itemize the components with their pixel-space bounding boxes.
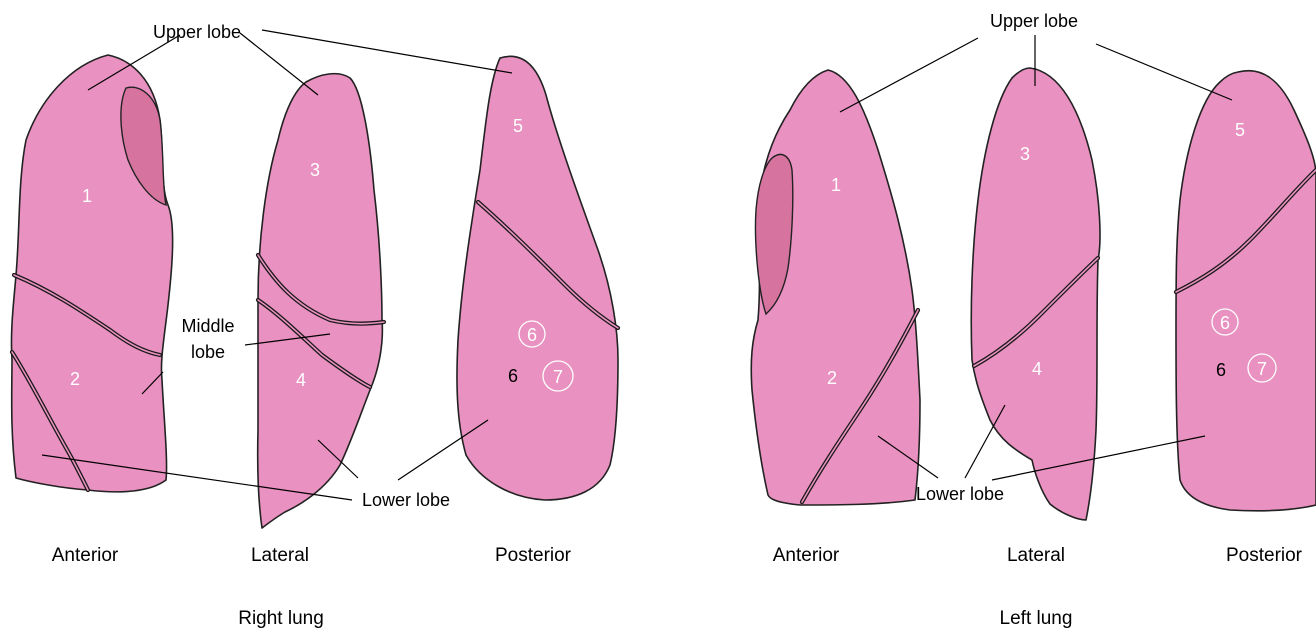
segment-6-ring-label: 6	[527, 325, 537, 345]
posterior-view-label: Posterior	[495, 545, 572, 566]
posterior-view-label: Posterior	[1226, 545, 1303, 566]
left-lung-title: Left lung	[1000, 608, 1073, 629]
upper-lobe-leader-posterior	[262, 30, 512, 73]
lateral-view-label: Lateral	[251, 545, 309, 566]
anterior-view-label: Anterior	[52, 545, 119, 566]
right-lateral-view: 3 4	[258, 74, 384, 528]
segment-5-label: 5	[1235, 120, 1245, 140]
segment-4-label: 4	[1032, 359, 1042, 379]
segment-5-label: 5	[513, 116, 523, 136]
right-lung: 1 2 3 4 5 6 6 7	[11, 22, 618, 629]
left-lung: 1 2 3 4 5 6 6 7 Upper lobe	[751, 11, 1316, 629]
left-anterior-view: 1 2	[751, 70, 920, 505]
upper-lobe-leader-lateral	[240, 33, 318, 95]
upper-lobe-leader-posterior	[1096, 44, 1232, 100]
lower-lobe-label: Lower lobe	[362, 490, 450, 510]
segment-1-label: 1	[82, 186, 92, 206]
segment-6-ring-label: 6	[1220, 313, 1230, 333]
right-anterior-view: 1 2	[11, 55, 172, 492]
lower-lobe-leader-lateral	[965, 405, 1005, 478]
left-posterior-view: 5 6 6 7	[1176, 71, 1316, 511]
right-posterior-lung-outline	[457, 56, 618, 500]
segment-7-label: 7	[553, 367, 563, 387]
segment-4-label: 4	[296, 370, 306, 390]
segment-2-label: 2	[70, 369, 80, 389]
anterior-view-label: Anterior	[773, 545, 840, 566]
upper-lobe-leader-anterior	[840, 38, 978, 112]
right-lateral-lung-outline	[258, 74, 383, 528]
segment-1-label: 1	[831, 175, 841, 195]
upper-lobe-label: Upper lobe	[990, 11, 1078, 31]
left-lateral-lung-outline	[971, 68, 1100, 520]
segment-3-label: 3	[1020, 144, 1030, 164]
segment-2-label: 2	[827, 368, 837, 388]
segment-7-label: 7	[1257, 359, 1267, 379]
segment-6-label: 6	[1216, 360, 1226, 380]
left-posterior-lung-outline	[1176, 71, 1316, 511]
middle-lobe-label-line2: lobe	[191, 342, 225, 362]
lower-lobe-label: Lower lobe	[916, 484, 1004, 504]
right-lung-title: Right lung	[238, 608, 324, 629]
segment-3-label: 3	[310, 160, 320, 180]
left-lateral-view: 3 4	[971, 68, 1100, 520]
right-posterior-view: 5 6 6 7	[457, 56, 618, 500]
segment-6-label: 6	[508, 366, 518, 386]
upper-lobe-label: Upper lobe	[153, 22, 241, 42]
lateral-view-label: Lateral	[1007, 545, 1065, 566]
middle-lobe-label-line1: Middle	[181, 316, 234, 336]
